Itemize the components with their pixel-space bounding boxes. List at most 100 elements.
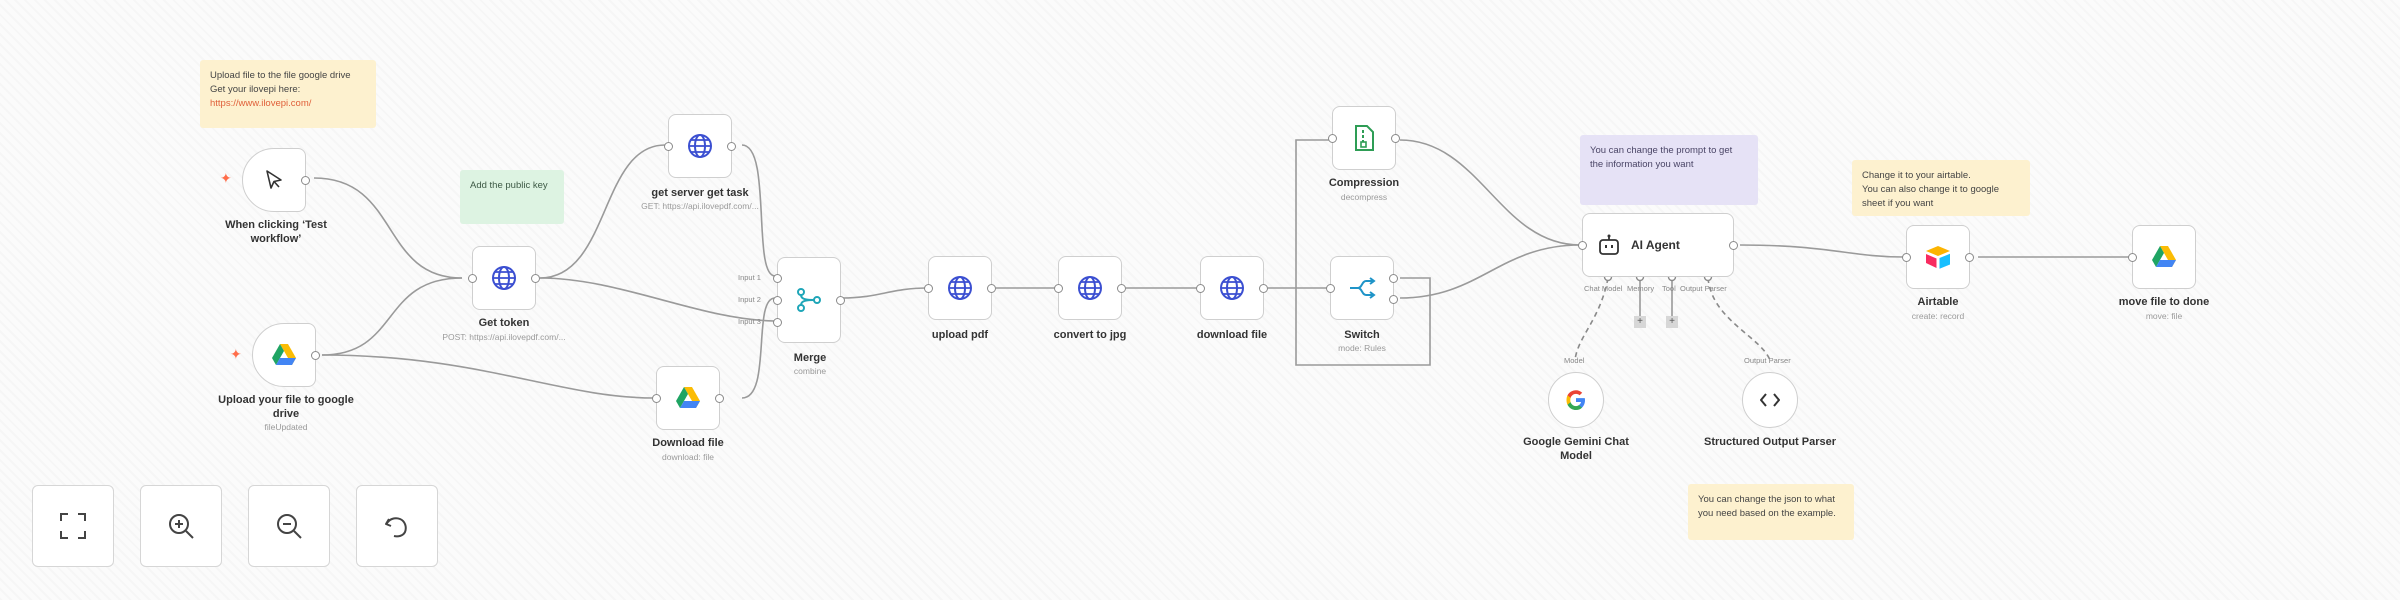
output-port[interactable]	[715, 393, 724, 403]
switch-icon	[1350, 277, 1376, 299]
node-ai-agent[interactable]: AI Agent	[1578, 213, 1738, 277]
node-compression[interactable]	[1328, 106, 1400, 170]
output-port[interactable]	[311, 350, 320, 360]
sticky-note-upload[interactable]: Upload file to the file google drive Get…	[200, 60, 376, 128]
node-subtitle: POST: https://api.ilovepdf.com/...	[442, 332, 566, 342]
add-memory-button[interactable]: +	[1634, 316, 1646, 328]
globe-icon	[948, 276, 972, 300]
node-convert-jpg[interactable]	[1054, 256, 1126, 320]
input-port[interactable]	[1328, 133, 1337, 143]
output-port[interactable]	[1259, 283, 1268, 293]
output-port[interactable]	[836, 295, 845, 305]
zoom-in-icon	[169, 514, 194, 539]
node-label: move file to done	[2118, 296, 2210, 308]
archive-icon	[1355, 125, 1374, 151]
node-subtitle: mode: Rules	[1338, 343, 1386, 353]
node-label: Switch	[1344, 329, 1380, 341]
fit-view-icon	[60, 513, 86, 539]
node-switch[interactable]	[1326, 256, 1398, 320]
node-manual-trigger[interactable]	[242, 148, 310, 212]
input-port-2[interactable]	[773, 296, 782, 305]
node-label: Upload your file to google drive	[218, 394, 354, 421]
globe-icon	[1078, 276, 1102, 300]
output-port[interactable]	[1391, 133, 1400, 143]
node-merge[interactable]	[773, 257, 845, 343]
sticky-text: Get your ilovepi here:	[210, 83, 301, 95]
output-port-1[interactable]	[1389, 274, 1398, 283]
input-port[interactable]	[924, 283, 933, 293]
merge-input-label: Input 3	[738, 317, 761, 326]
input-port[interactable]	[652, 393, 661, 403]
sticky-text: Add the public key	[470, 180, 548, 191]
zoom-out-icon	[277, 514, 302, 539]
node-label: Structured Output Parser	[1703, 436, 1837, 448]
node-airtable[interactable]	[1902, 225, 1974, 289]
sub-node-port-label: Model	[1564, 356, 1585, 365]
add-tool-button[interactable]: +	[1666, 316, 1678, 328]
sticky-note-public-key[interactable]: Add the public key	[460, 170, 564, 224]
sticky-text: You can change the json to what you need…	[1698, 494, 1836, 519]
output-port[interactable]	[531, 273, 540, 283]
node-label: Get token	[478, 317, 530, 329]
input-port[interactable]	[1578, 240, 1587, 250]
node-label: Merge	[793, 352, 827, 364]
node-label: get server get task	[651, 187, 749, 199]
sticky-note-json[interactable]: You can change the json to what you need…	[1688, 484, 1854, 540]
globe-icon	[688, 134, 712, 158]
merge-input-label: Input 2	[738, 295, 761, 304]
node-subtitle: decompress	[1340, 192, 1388, 202]
output-port[interactable]	[301, 175, 310, 185]
node-get-server[interactable]	[664, 114, 736, 178]
node-move-file[interactable]	[2128, 225, 2196, 289]
input-port[interactable]	[1326, 283, 1335, 293]
output-port[interactable]	[727, 141, 736, 151]
input-port[interactable]	[1196, 283, 1205, 293]
output-port[interactable]	[1965, 252, 1974, 262]
node-download-file[interactable]	[1196, 256, 1268, 320]
input-port[interactable]	[1902, 252, 1911, 262]
input-port[interactable]	[664, 141, 673, 151]
node-subtitle: GET: https://api.ilovepdf.com/...	[641, 201, 759, 211]
input-port[interactable]	[1054, 283, 1063, 293]
agent-port-label: Memory	[1627, 284, 1655, 293]
node-label: download file	[1196, 329, 1268, 341]
node-label: Airtable	[1917, 296, 1959, 308]
node-label: When clicking ‘Test workflow’	[225, 219, 327, 246]
sticky-note-airtable[interactable]: Change it to your airtable. You can also…	[1852, 160, 2030, 216]
node-upload-pdf[interactable]	[924, 256, 996, 320]
input-port[interactable]	[2128, 252, 2137, 262]
zoom-in-button[interactable]	[140, 485, 222, 567]
sticky-note-prompt[interactable]: You can change the prompt to get the inf…	[1580, 135, 1758, 205]
input-port-1[interactable]	[773, 274, 782, 283]
input-port-3[interactable]	[773, 318, 782, 327]
node-label: convert to jpg	[1053, 329, 1127, 341]
globe-icon	[492, 266, 516, 290]
output-port[interactable]	[1117, 283, 1126, 293]
output-port[interactable]	[1729, 240, 1738, 250]
ilovepi-link[interactable]: https://www.ilovepi.com/	[210, 97, 312, 109]
fit-view-button[interactable]	[32, 485, 114, 567]
input-port[interactable]	[468, 273, 477, 283]
zoom-out-button[interactable]	[248, 485, 330, 567]
output-port-2[interactable]	[1389, 295, 1398, 304]
agent-port-label: Tool	[1662, 284, 1676, 293]
agent-port-label: Output Parser	[1680, 284, 1727, 293]
node-drive-trigger[interactable]	[252, 323, 320, 387]
merge-input-label: Input 1	[738, 273, 761, 282]
node-get-token[interactable]	[468, 246, 540, 310]
node-download-file-drive[interactable]	[652, 366, 724, 430]
airtable-icon	[1926, 246, 1950, 269]
undo-icon	[385, 517, 407, 538]
reset-zoom-button[interactable]	[356, 485, 438, 567]
node-output-parser[interactable]	[1742, 372, 1798, 428]
node-subtitle: download: file	[662, 452, 714, 462]
google-drive-icon	[676, 387, 700, 408]
code-brackets-icon	[1760, 393, 1780, 407]
node-label: AI Agent	[1631, 238, 1680, 252]
node-gemini[interactable]	[1548, 372, 1604, 428]
google-g-icon	[1566, 390, 1585, 410]
output-port[interactable]	[987, 283, 996, 293]
merge-icon	[797, 288, 821, 312]
trigger-bolt-icon: ✦	[220, 170, 232, 186]
